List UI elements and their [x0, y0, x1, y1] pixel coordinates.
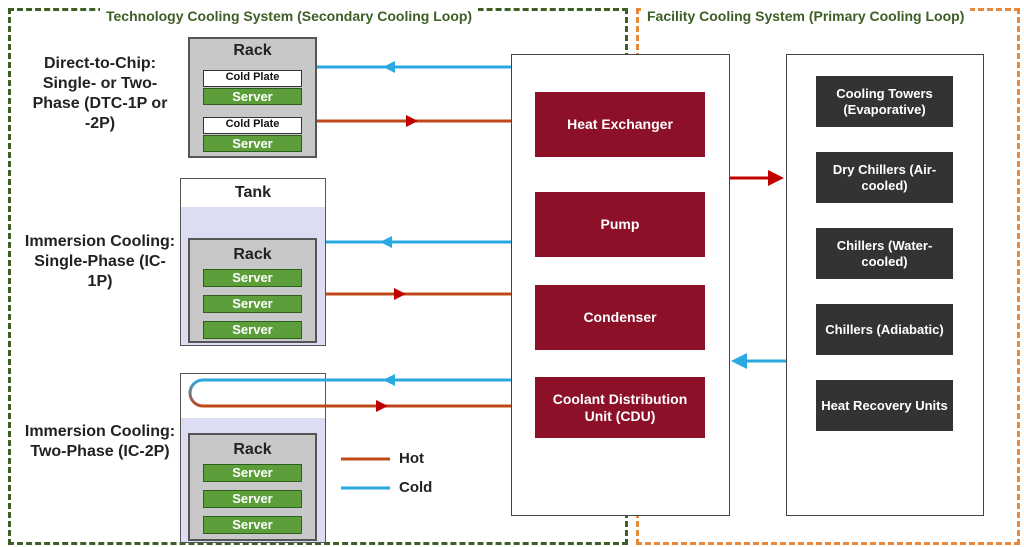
method-label-dtc: Direct-to-Chip: Single- or Two-Phase (DT… — [32, 55, 168, 132]
dtc-cold-arrow — [383, 61, 395, 73]
rack-dtc: Rack Cold Plate Server Cold Plate Server — [188, 37, 317, 158]
facility-region-title: Facility Cooling System (Primary Cooling… — [641, 7, 971, 25]
server-ic1p-3: Server — [203, 321, 302, 339]
rack-label: Rack — [233, 246, 272, 263]
server-ic1p-1: Server — [203, 269, 302, 287]
cold-plate-1: Cold Plate — [203, 70, 302, 87]
facility-to-cdu-arrow — [731, 353, 747, 369]
legend-cold-label: Cold — [399, 479, 433, 496]
dtc-hot-arrow — [406, 115, 418, 127]
legend-hot-label: Hot — [399, 450, 424, 467]
chillers-adiabatic-box: Chillers (Adiabatic) — [816, 304, 953, 355]
cooling-towers-box: Cooling Towers (Evaporative) — [816, 76, 953, 127]
ic2p-ubend — [188, 378, 204, 408]
cold-plate-2: Cold Plate — [203, 117, 302, 134]
cdu-box: Coolant Distribution Unit (CDU) — [535, 377, 705, 438]
rack-ic1p: Rack Server Server Server — [188, 238, 317, 343]
method-label-ic1p: Immersion Cooling: Single-Phase (IC-1P) — [24, 233, 176, 290]
ic1p-cold-arrow — [380, 236, 392, 248]
technology-region-title: Technology Cooling System (Secondary Coo… — [100, 7, 479, 25]
server-ic2p-1: Server — [203, 464, 302, 482]
rack-ic2p: Rack Server Server Server — [188, 433, 317, 541]
condenser-box: Condenser — [535, 285, 705, 350]
heat-recovery-box: Heat Recovery Units — [816, 380, 953, 431]
server-ic2p-3: Server — [203, 516, 302, 534]
ic2p-hot-arrow — [376, 400, 388, 412]
rack-label: Rack — [233, 441, 272, 458]
tank-label: Tank — [234, 184, 272, 201]
dry-chillers-box: Dry Chillers (Air-cooled) — [816, 152, 953, 203]
heat-exchanger-box: Heat Exchanger — [535, 92, 705, 157]
ic1p-hot-arrow — [394, 288, 406, 300]
pump-box: Pump — [535, 192, 705, 257]
server-dtc-2: Server — [203, 135, 302, 152]
server-dtc-1: Server — [203, 88, 302, 105]
ic2p-cold-arrow — [383, 374, 395, 386]
facility-panel — [786, 54, 984, 516]
method-label-ic2p: Immersion Cooling: Two-Phase (IC-2P) — [24, 423, 176, 460]
chillers-water-box: Chillers (Water-cooled) — [816, 228, 953, 279]
rack-label: Rack — [233, 42, 272, 59]
server-ic2p-2: Server — [203, 490, 302, 508]
server-ic1p-2: Server — [203, 295, 302, 313]
cdu-to-facility-arrow — [768, 170, 784, 186]
